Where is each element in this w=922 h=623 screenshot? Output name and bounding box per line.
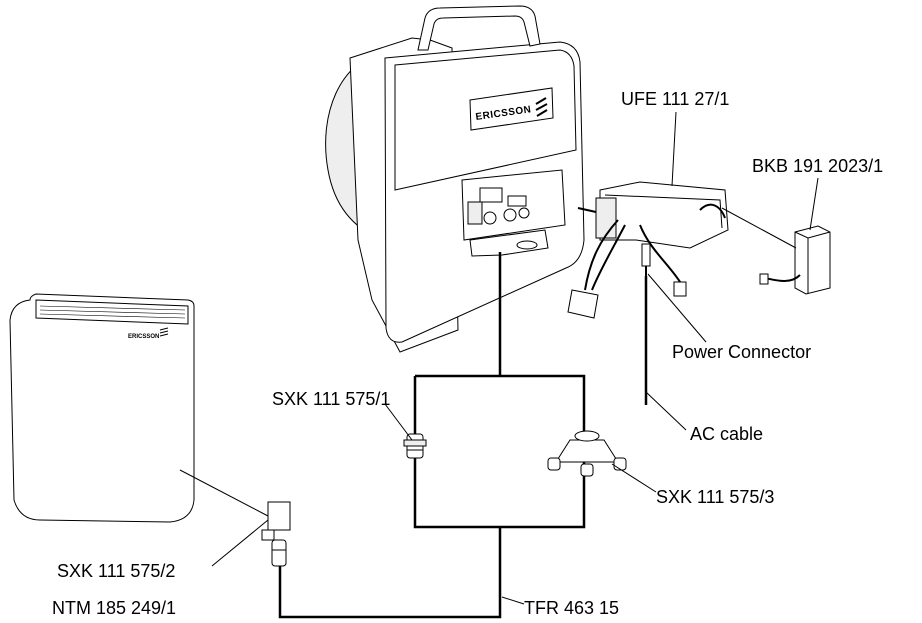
cable-loop	[415, 376, 584, 527]
label-tfr: TFR 463 15	[524, 598, 619, 618]
sxk-connector-1	[404, 434, 426, 458]
label-ntm: NTM 185 249/1	[52, 598, 176, 618]
bkb-unit	[760, 226, 830, 294]
label-bkb: BKB 191 2023/1	[752, 156, 883, 176]
label-power-connector: Power Connector	[672, 342, 811, 362]
indoor-unit: ERICSSON	[10, 294, 194, 522]
indoor-unit-logo: ERICSSON	[128, 334, 159, 340]
sxk-splitter-3	[548, 431, 626, 476]
label-sxk-1: SXK 111 575/1	[272, 389, 390, 409]
power-supply-frame	[568, 182, 728, 318]
cable-tfr	[280, 527, 500, 617]
label-ufe: UFE 111 27/1	[621, 89, 729, 109]
label-ac-cable: AC cable	[690, 424, 763, 444]
radio-unit: ERICSSON	[326, 6, 584, 352]
sxk-connector-2	[262, 502, 290, 566]
label-sxk-2: SXK 111 575/2	[57, 561, 175, 581]
label-sxk-3: SXK 111 575/3	[656, 487, 774, 507]
